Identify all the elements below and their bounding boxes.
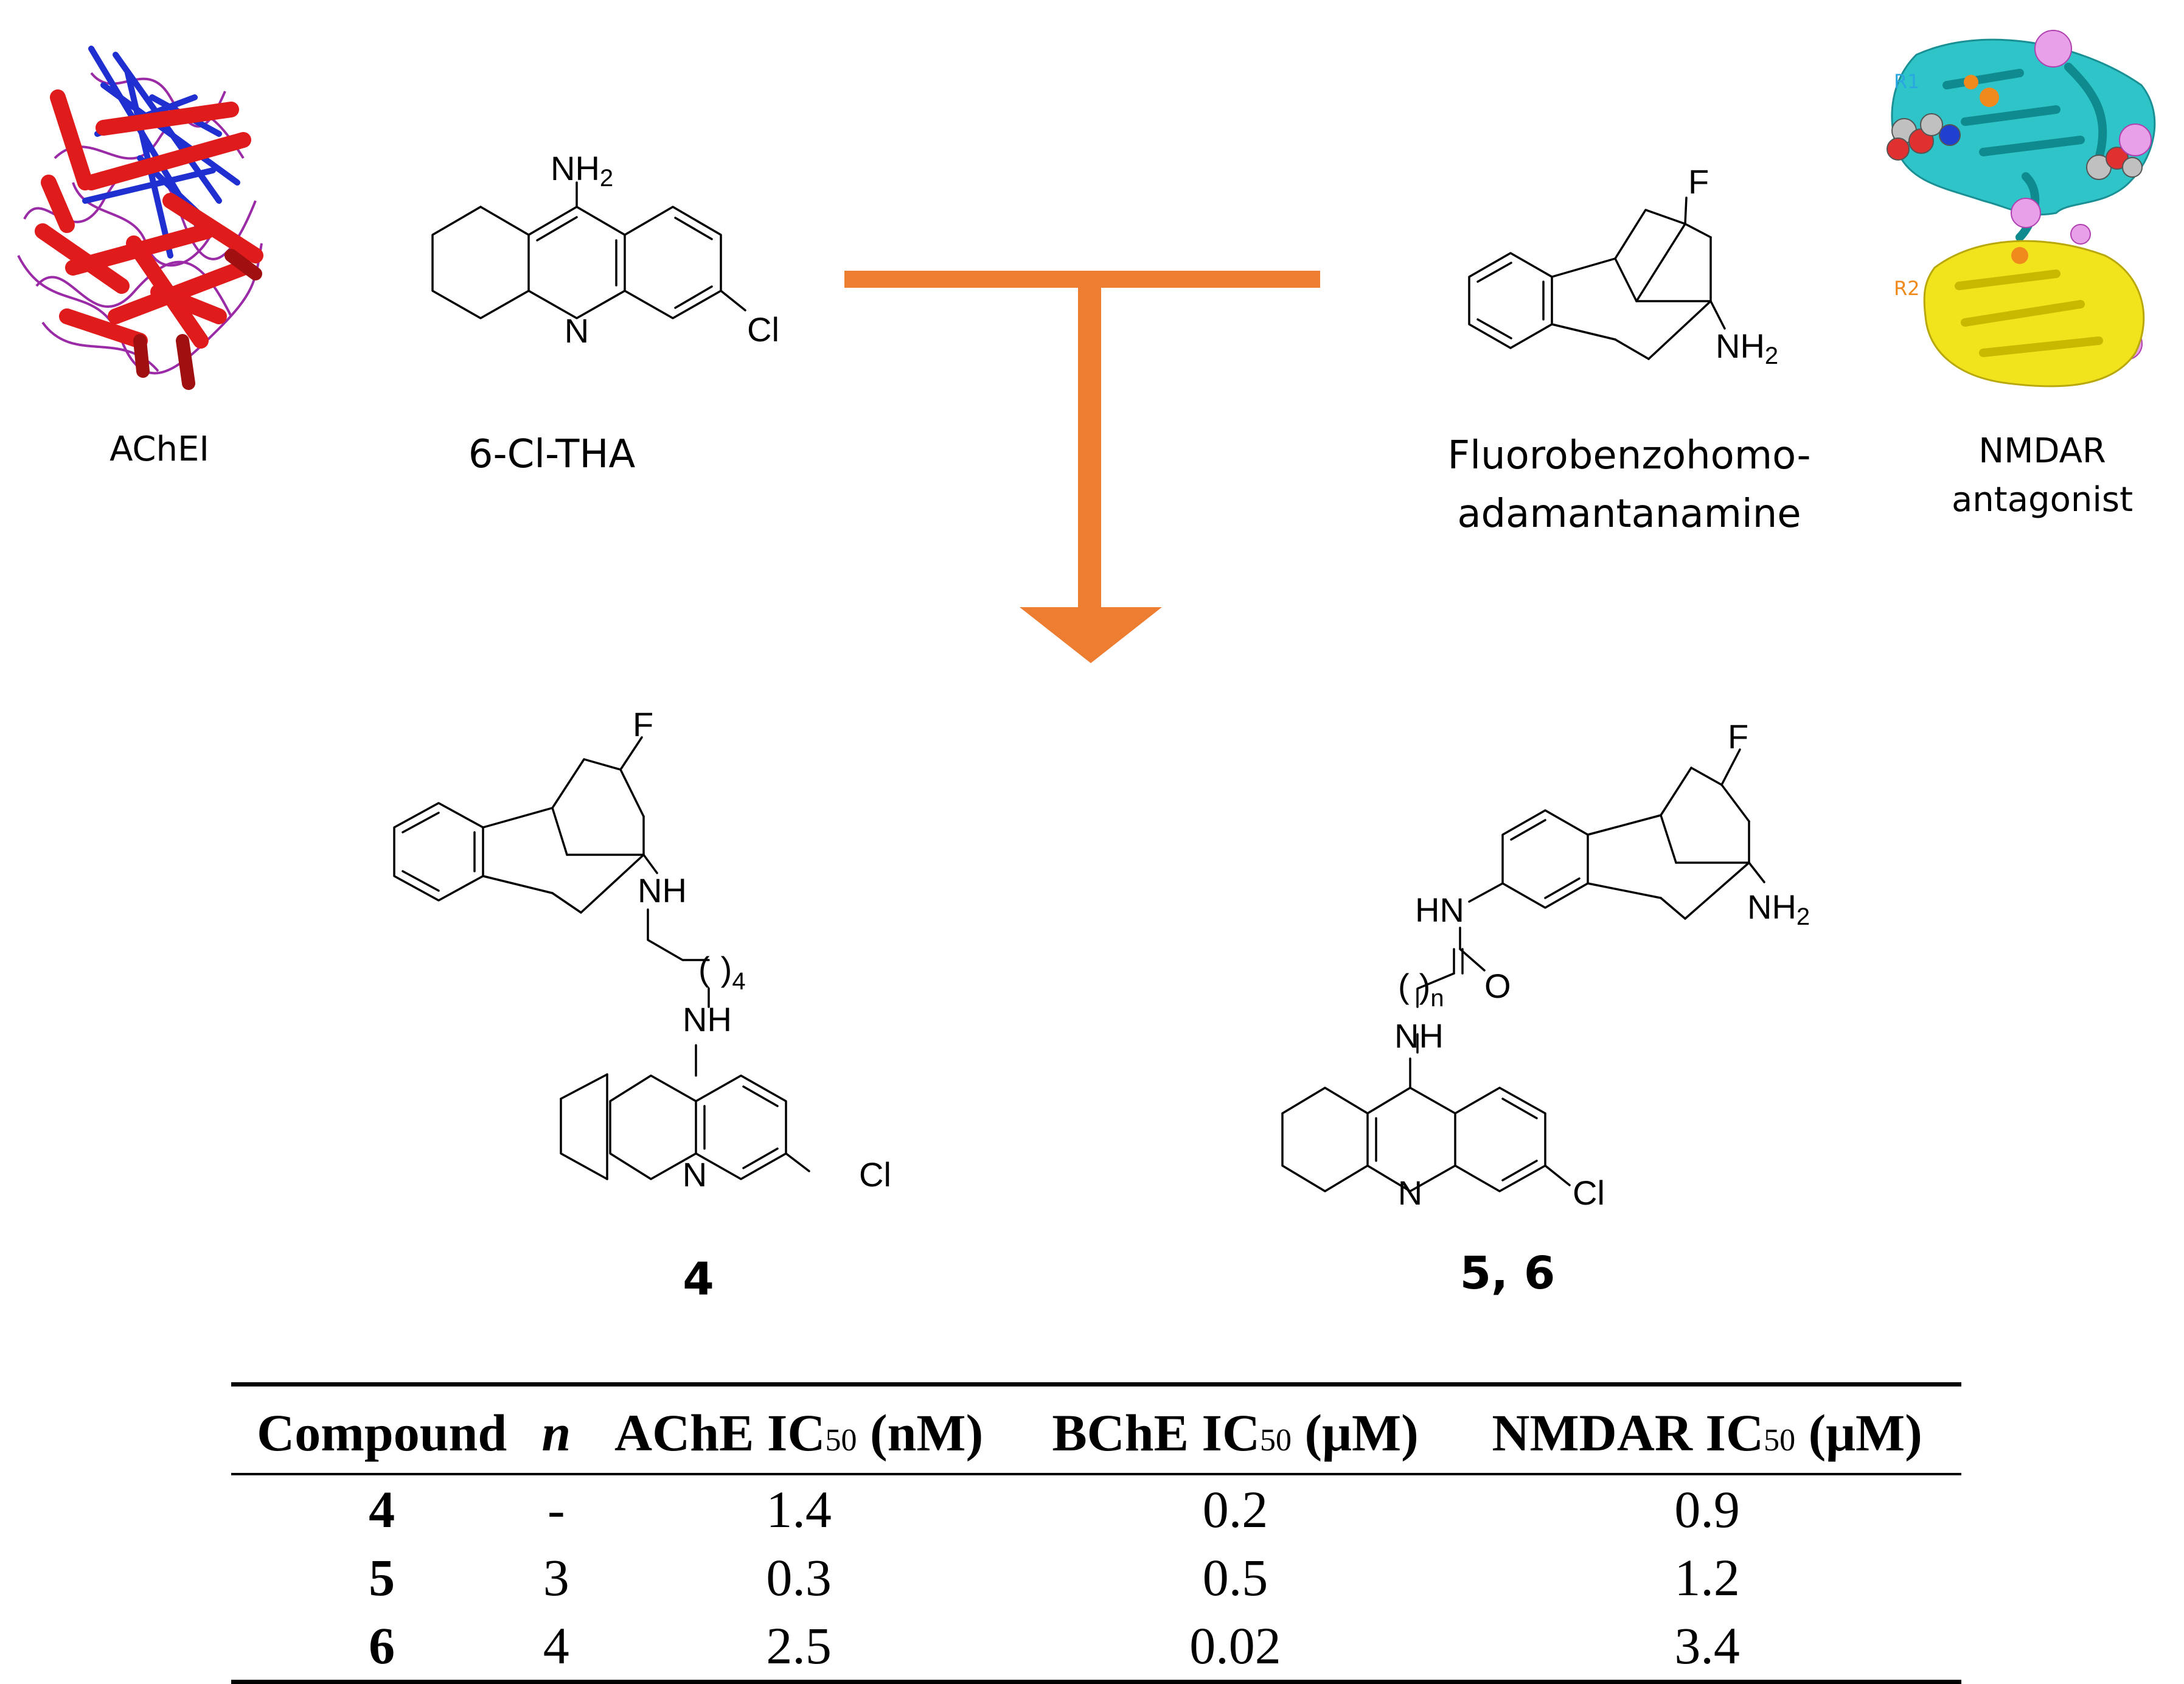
cell-nmdar: 0.9 [1674,1480,1740,1539]
compound-4-label: 4 [683,1253,714,1306]
cell-compound: 6 [369,1616,395,1675]
c56-paren-label: ()n [1398,967,1444,1012]
c56-f-label: F [1728,717,1748,756]
synthesis-arrow [844,271,1320,663]
c56-nh2-label: NH2 [1747,888,1810,930]
nmdar-r1-label: R1 [1894,70,1920,93]
cell-ache: 0.3 [766,1548,832,1607]
cell-n: 3 [543,1548,569,1607]
compound-5-6-label: 5, 6 [1460,1247,1556,1300]
cell-compound: 5 [369,1548,395,1607]
header-bche: BChE IC50 (μM) [1017,1384,1453,1475]
fluoro-label-line1: Fluorobenzohomo- [1447,433,1810,478]
c4-n-label: N [683,1155,707,1194]
c56-o-label: O [1484,967,1511,1005]
c4-cl-label: Cl [859,1155,891,1194]
six-cl-tha-label: 6-Cl-THA [468,432,636,477]
c4-nh-top-label: NH [638,871,687,910]
header-n: n [532,1384,580,1475]
tha-nh2-label: NH2 [551,149,613,192]
compound-5-6-structure [1281,748,1765,1192]
tha-n-label: N [565,311,589,350]
c56-n-label: N [1398,1174,1422,1212]
nmdar-r2-label: R2 [1894,277,1920,300]
cell-bche: 0.2 [1202,1480,1268,1539]
cell-bche: 0.5 [1202,1548,1268,1607]
six-cl-tha-structure [431,181,746,319]
tha-cl-label: Cl [747,310,779,349]
c4-f-label: F [633,705,653,743]
cell-nmdar: 1.2 [1674,1548,1740,1607]
fluorobenzohomoadamantanamine-structure [1468,197,1726,360]
nmdar-label-line2: antagonist [1952,480,2133,520]
cell-compound: 4 [369,1480,395,1539]
cell-ache: 1.4 [766,1480,832,1539]
header-compound: Compound [231,1384,533,1475]
fluoro-label-line2: adamantanamine [1457,492,1801,537]
cell-n: - [547,1480,565,1539]
activity-table: Compound n AChE IC50 (nM) BChE IC50 (μM)… [231,1382,1961,1684]
cell-n: 4 [543,1616,569,1675]
table-row: 5 3 0.3 0.5 1.2 [231,1543,1961,1612]
nmdar-label-line1: NMDAR [1978,431,2106,471]
ache-protein-image [17,46,263,390]
c4-nh-bottom-label: NH [683,1000,732,1039]
table-row: 6 4 2.5 0.02 3.4 [231,1612,1961,1682]
c56-cl-label: Cl [1573,1174,1605,1212]
c56-nh-label: NH [1394,1017,1444,1055]
header-ache: AChE IC50 (nM) [580,1384,1018,1475]
top-f-label: F [1688,162,1709,201]
table-row: 4 - 1.4 0.2 0.9 [231,1474,1961,1543]
nmdar-protein-image: R1 R2 [1887,30,2156,388]
cell-nmdar: 3.4 [1674,1616,1740,1675]
c56-hn-label: HN [1415,891,1464,929]
cell-bche: 0.02 [1189,1616,1281,1675]
ache-protein-label: AChEI [110,430,209,469]
compound-4-structure [393,736,810,1180]
header-nmdar: NMDAR IC50 (μM) [1453,1384,1961,1475]
cell-ache: 2.5 [766,1616,832,1675]
top-nh2-label: NH2 [1716,327,1778,369]
c4-paren-label: ()4 [698,950,746,995]
table-header-row: Compound n AChE IC50 (nM) BChE IC50 (μM)… [231,1384,1961,1475]
